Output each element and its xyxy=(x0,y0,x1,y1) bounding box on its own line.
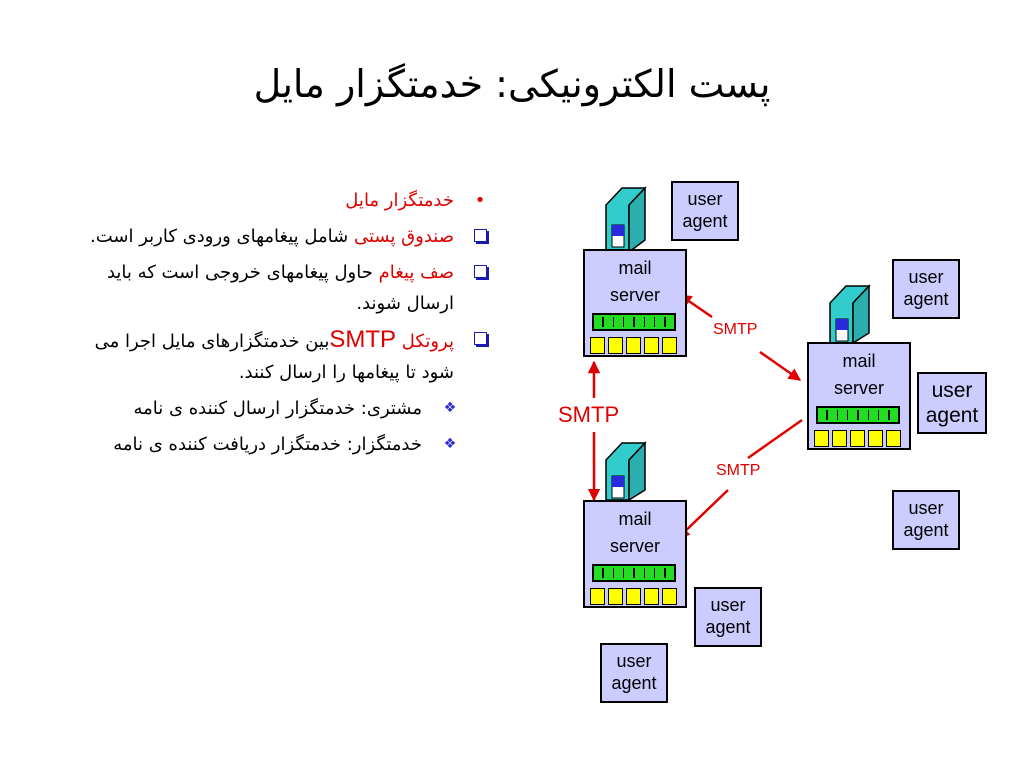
bullet-text: حاول پیغامهای خروجی است که باید ارسال شو… xyxy=(106,262,454,314)
bullet-lead: پروتکل xyxy=(401,331,454,352)
message-queue xyxy=(592,313,676,331)
bullet-text: شامل پیغامهای ورودی کاربر است. xyxy=(90,226,354,247)
sub-bullet-text: مشتری: خدمتگزار ارسال کننده ی نامه xyxy=(133,398,422,419)
bullet-protocol: پروتکل SMTPبین خدمتگزارهای مایل اجرا می … xyxy=(60,324,500,388)
bullet-lead: صندوق پستی xyxy=(353,226,454,247)
bullet-mail-server: • خدمتگزار مایل xyxy=(60,185,500,216)
sub-bullet-client: ❖ مشتری: خدمتگزار ارسال کننده ی نامه xyxy=(60,393,500,424)
bullet-lead: خدمتگزار مایل xyxy=(345,190,454,211)
page-title: پست الکترونیکی: خدمتگزار مایل xyxy=(253,62,771,106)
square-bullet-icon xyxy=(468,324,492,355)
user-mailboxes xyxy=(590,337,677,354)
smtp-label: SMTP xyxy=(558,402,620,427)
server-tower-right xyxy=(829,284,871,345)
sub-bullet-server: ❖ خدمتگزار: خدمتگزار دریافت کننده ی نامه xyxy=(60,429,500,460)
server-tower-bottom xyxy=(605,441,647,502)
diamond-bullet-icon: ❖ xyxy=(443,436,457,452)
message-queue xyxy=(592,564,676,582)
smtp-arrow-top-right xyxy=(759,350,802,382)
diamond-bullet-icon: ❖ xyxy=(443,400,457,416)
smtp-label: SMTP xyxy=(716,462,761,479)
smtp-inline: SMTP xyxy=(329,326,397,353)
smtp-arrow-bottom-right xyxy=(747,418,803,460)
server-tower-top xyxy=(605,186,647,254)
message-queue xyxy=(816,406,900,424)
bullet-list: • خدمتگزار مایل صندوق پستی شامل پیغامهای… xyxy=(60,185,500,465)
square-bullet-icon xyxy=(468,221,492,252)
smtp-label: SMTP xyxy=(713,321,758,338)
sub-bullet-text: خدمتگزار: خدمتگزار دریافت کننده ی نامه xyxy=(113,434,422,455)
bullet-text: بین خدمتگزارهای مایل اجرا می شود تا پیغا… xyxy=(94,331,454,383)
bullet-message-queue: صف پیغام حاول پیغامهای خروجی است که باید… xyxy=(60,257,500,319)
bullet-mailbox: صندوق پستی شامل پیغامهای ورودی کاربر است… xyxy=(60,221,500,252)
user-mailboxes xyxy=(814,430,901,447)
dot-bullet: • xyxy=(474,190,486,211)
user-mailboxes xyxy=(590,588,677,605)
bullet-lead: صف پیغام xyxy=(378,262,454,283)
square-bullet-icon xyxy=(468,257,492,288)
